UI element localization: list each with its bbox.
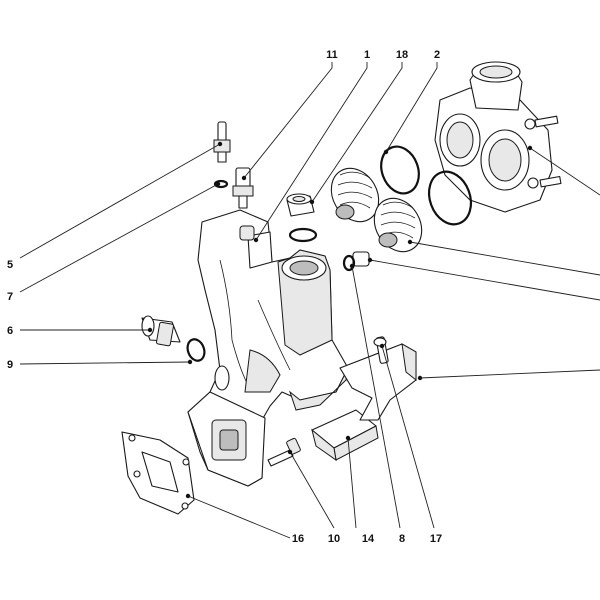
callout-11: 11	[326, 49, 338, 61]
callout-labels: 11 1 18 2 5 7 6 9 16 10 14 8 17	[7, 49, 442, 545]
callout-14: 14	[362, 533, 375, 545]
callout-18: 18	[396, 49, 408, 61]
callout-6: 6	[7, 325, 13, 337]
side-fitting	[141, 315, 206, 362]
support-bracket	[339, 336, 417, 421]
coolant-manifold	[187, 209, 349, 487]
callout-5: 5	[7, 259, 13, 271]
callout-17: 17	[430, 533, 442, 545]
callout-16: 16	[292, 533, 304, 545]
callout-9: 9	[7, 359, 13, 371]
housing-o-rings	[380, 145, 473, 226]
temperature-sensor	[232, 167, 254, 209]
callout-2: 2	[434, 49, 440, 61]
callout-8: 8	[399, 533, 405, 545]
gasket	[121, 431, 195, 515]
callout-10: 10	[328, 533, 340, 545]
leader-dots	[147, 141, 533, 499]
leader-lines	[19, 62, 600, 539]
bleed-nipple	[213, 121, 231, 189]
plug-cap	[286, 193, 318, 243]
thermostat-housing	[434, 61, 562, 213]
thermostat-lower	[373, 197, 423, 253]
callout-1: 1	[364, 49, 370, 61]
callout-7: 7	[7, 291, 13, 303]
thermostat-upper	[330, 167, 380, 223]
small-plug	[342, 251, 370, 272]
